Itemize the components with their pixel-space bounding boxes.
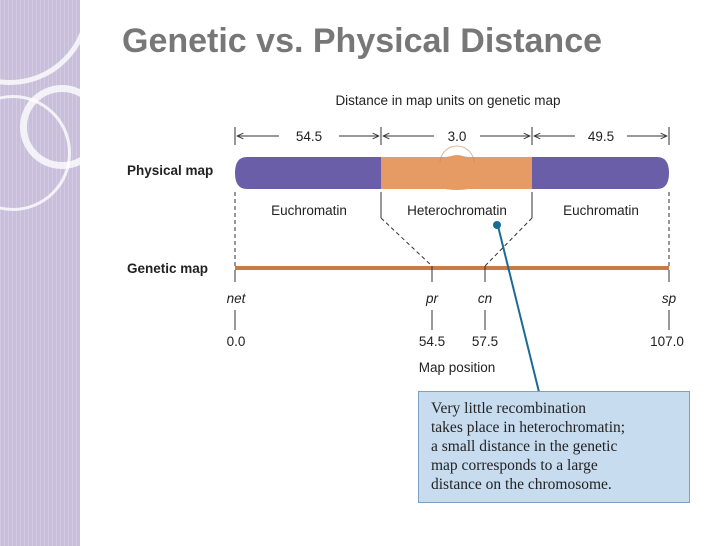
physical-map-label: Physical map [127,163,213,178]
locus-position: 54.5 [419,334,445,349]
euchromatin-right [532,157,669,189]
region-label-euchromatin: Euchromatin [563,203,639,218]
centromere [440,155,474,189]
slide-title: Genetic vs. Physical Distance [122,22,603,60]
distance-label: 49.5 [588,129,614,144]
callout-line: map corresponds to a large [431,457,598,474]
axis-label: Map position [419,360,496,375]
locus-name: pr [425,291,439,306]
locus-name: sp [662,291,677,306]
callout-line: takes place in heterochromatin; [431,419,626,436]
locus-position: 107.0 [650,334,684,349]
centromere-edge [439,145,475,164]
callout-line: distance on the chromosome. [431,476,612,493]
callout-pointer-dot [493,221,501,229]
region-label-euchromatin: Euchromatin [271,203,347,218]
locus-ticks [234,266,670,330]
callout-pointer [497,225,540,393]
distance-ruler [234,127,670,145]
euchromatin-left [235,157,381,189]
genetic-map-bar [235,266,669,270]
distance-label: 54.5 [296,129,322,144]
locus-name: net [227,291,247,306]
locus-position: 57.5 [472,334,498,349]
chromosome [235,145,669,190]
region-label-heterochromatin: Heterochromatin [407,203,507,218]
genetic-map-label: Genetic map [127,261,208,276]
connector-cn [484,217,533,267]
top-caption: Distance in map units on genetic map [335,93,560,108]
connector-pr [380,217,433,267]
decorative-sidebar [0,0,80,546]
connector-lines [234,192,670,267]
callout-line: a small distance in the genetic [431,438,618,455]
callout-line: Very little recombination [431,400,586,417]
locus-name: cn [478,291,492,306]
callout-box: Very little recombination takes place in… [418,391,690,503]
distance-label: 3.0 [448,129,467,144]
locus-position: 0.0 [227,334,246,349]
region-dividers [380,192,533,218]
